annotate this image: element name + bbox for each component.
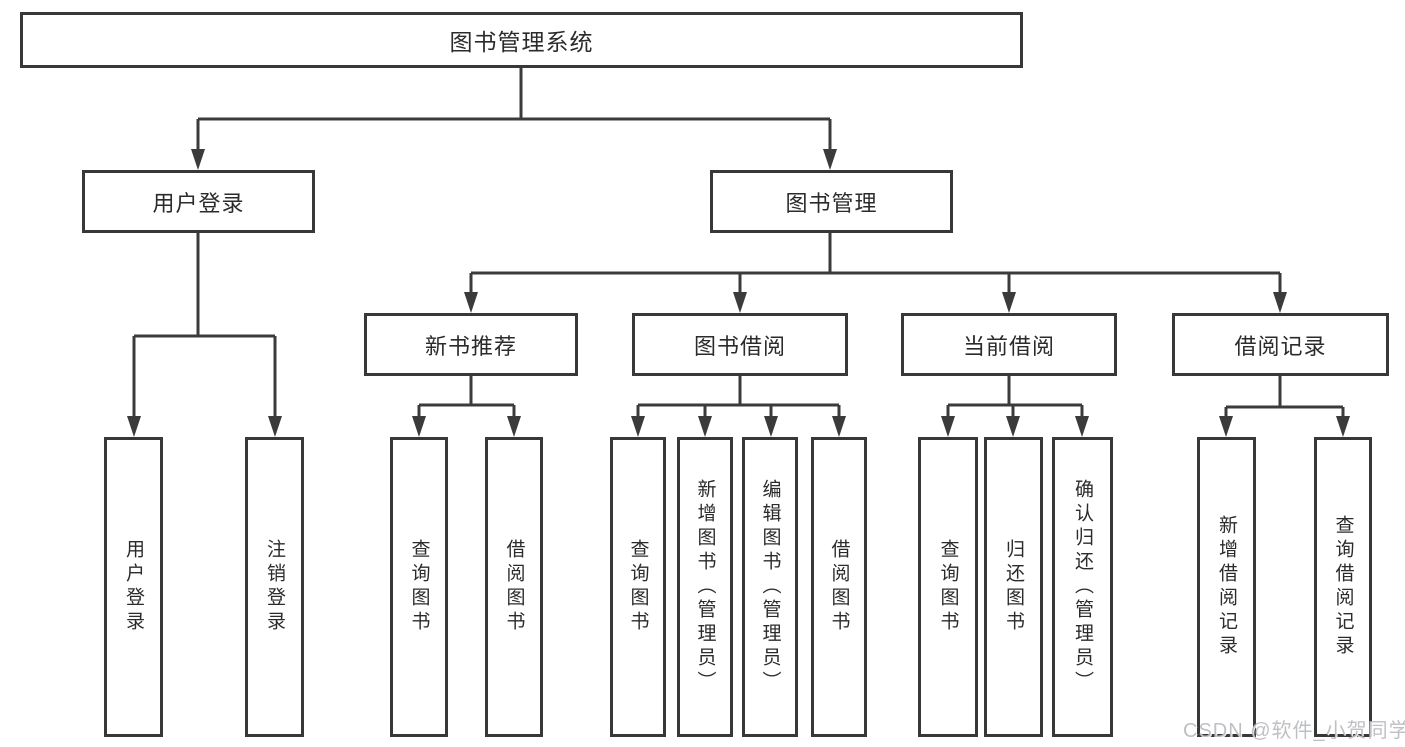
- connector-book-management-split: [469, 233, 1282, 309]
- connector-current-borrow-split: [946, 376, 1084, 433]
- arrow-down-icon: [464, 292, 478, 313]
- connector-borrow-record-split: [1224, 376, 1345, 433]
- arrow-down-icon: [1006, 416, 1020, 437]
- arrow-down-icon: [412, 416, 426, 437]
- node-label: 借阅图书: [503, 539, 525, 635]
- node-root-library-system: 图书管理系统: [20, 12, 1023, 68]
- arrow-down-icon: [1002, 292, 1016, 313]
- leaf-edit-book-admin: 编辑图书（管理员）: [742, 437, 798, 737]
- node-label: 用户登录: [123, 539, 144, 635]
- node-label: 新增借阅记录: [1216, 515, 1237, 659]
- node-label: 用户登录: [152, 190, 245, 216]
- arrow-down-icon: [1336, 416, 1350, 437]
- arrow-down-icon: [1075, 416, 1089, 437]
- arrow-down-icon: [698, 416, 712, 437]
- node-book-borrowing: 图书借阅: [632, 313, 848, 376]
- connector-book-borrow-split: [636, 376, 841, 433]
- node-label: 查询借阅记录: [1332, 515, 1354, 659]
- leaf-query-books-current: 查询图书: [918, 437, 978, 737]
- arrow-down-icon: [1273, 292, 1287, 313]
- node-label: 图书借阅: [693, 333, 786, 359]
- arrow-down-icon: [268, 416, 282, 437]
- node-new-book-recommend: 新书推荐: [364, 313, 578, 376]
- node-label: 新书推荐: [424, 333, 517, 359]
- node-book-management: 图书管理: [710, 170, 953, 233]
- leaf-borrow-books: 借阅图书: [811, 437, 867, 737]
- leaf-confirm-return-admin: 确认归还（管理员）: [1052, 437, 1113, 737]
- node-label: 查询图书: [627, 539, 649, 635]
- node-label: 借阅记录: [1234, 333, 1327, 359]
- node-label: 注销登录: [264, 539, 285, 635]
- arrow-down-icon: [733, 292, 747, 313]
- arrow-down-icon: [127, 416, 141, 437]
- node-label: 图书管理: [785, 190, 878, 216]
- arrow-down-icon: [823, 149, 837, 170]
- node-label: 当前借阅: [962, 333, 1055, 359]
- arrow-down-icon: [191, 149, 205, 170]
- node-label: 借阅图书: [828, 539, 850, 635]
- arrow-down-icon: [631, 416, 645, 437]
- node-label: 查询图书: [937, 539, 959, 635]
- node-label: 编辑图书（管理员）: [759, 479, 781, 695]
- leaf-user-login: 用户登录: [104, 437, 163, 737]
- arrow-down-icon: [1219, 416, 1233, 437]
- node-label: 图书管理系统: [449, 29, 594, 55]
- leaf-query-books-borrow: 查询图书: [610, 437, 666, 737]
- arrow-down-icon: [507, 416, 521, 437]
- node-borrowing-records: 借阅记录: [1172, 313, 1389, 376]
- leaf-query-books-recommend: 查询图书: [390, 437, 448, 737]
- node-label: 确认归还（管理员）: [1072, 479, 1093, 695]
- node-label: 归还图书: [1003, 539, 1024, 635]
- arrow-down-icon: [941, 416, 955, 437]
- leaf-borrow-books-recommend: 借阅图书: [485, 437, 543, 737]
- node-user-login: 用户登录: [82, 170, 315, 233]
- node-label: 新增图书（管理员）: [694, 479, 716, 695]
- arrow-down-icon: [832, 416, 846, 437]
- connector-user-login-split: [132, 233, 277, 433]
- connector-root-to-level2: [196, 68, 832, 166]
- leaf-add-book-admin: 新增图书（管理员）: [677, 437, 733, 737]
- node-label: 查询图书: [408, 539, 430, 635]
- leaf-add-borrow-record: 新增借阅记录: [1197, 437, 1256, 737]
- arrow-down-icon: [764, 416, 778, 437]
- node-current-borrowing: 当前借阅: [901, 313, 1117, 376]
- connector-new-book-split: [417, 376, 516, 433]
- leaf-logout: 注销登录: [245, 437, 304, 737]
- leaf-query-borrow-record: 查询借阅记录: [1314, 437, 1372, 737]
- csdn-watermark: CSDN @软件_小贺同学: [1183, 720, 1405, 742]
- leaf-return-book: 归还图书: [984, 437, 1043, 737]
